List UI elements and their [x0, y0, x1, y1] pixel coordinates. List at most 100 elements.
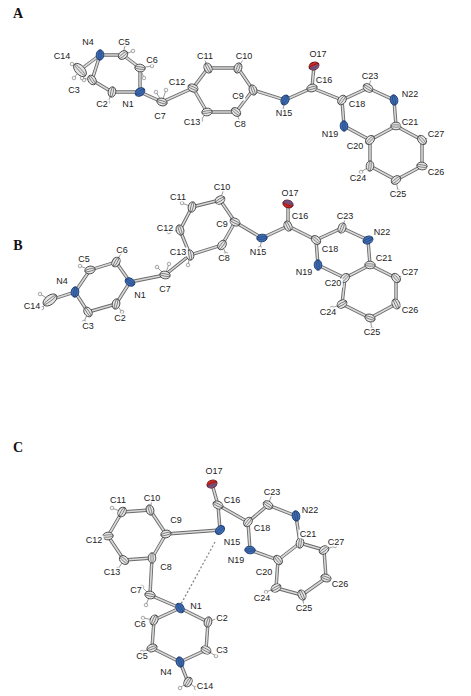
atom-label: C16 — [315, 76, 334, 85]
atom-ellipsoid — [145, 504, 155, 516]
atom-ellipsoid — [291, 510, 300, 521]
atom-label: N4 — [159, 668, 173, 677]
atom-ellipsoid — [390, 174, 403, 186]
atom-ellipsoid — [144, 590, 156, 599]
atom-label: C8 — [159, 563, 173, 572]
atom-ellipsoid — [314, 260, 322, 271]
atom-label: C2 — [113, 314, 127, 323]
atom-ellipsoid — [71, 61, 89, 79]
atom-ellipsoid — [86, 74, 98, 87]
atom-label: C24 — [253, 594, 272, 603]
panel-letter: C — [12, 441, 24, 455]
atom-label: C9 — [215, 220, 229, 229]
atom-ellipsoid — [148, 614, 159, 627]
atom-ellipsoid — [336, 94, 348, 107]
atom-ellipsoid — [214, 194, 227, 206]
atom-ellipsoid — [230, 106, 243, 119]
atom-label: C25 — [363, 328, 382, 337]
atom-ellipsoid — [262, 499, 275, 511]
atom-ellipsoid — [118, 554, 131, 567]
atom-ellipsoid — [389, 94, 398, 106]
atom-label: C5 — [135, 652, 149, 661]
atom-ellipsoid — [175, 224, 185, 236]
atom-ellipsoid — [107, 86, 117, 98]
atom-label: C18 — [348, 100, 367, 109]
atom-ellipsoid — [282, 220, 293, 233]
atom-ellipsoid — [206, 479, 218, 490]
atom-label: N19 — [295, 268, 314, 277]
atom-label: O17 — [308, 50, 327, 59]
atom-label: C3 — [81, 322, 95, 331]
atom-ellipsoid — [336, 298, 349, 310]
atom-label: C27 — [427, 130, 446, 139]
atom-ellipsoid — [296, 589, 307, 602]
atom-label: C6 — [115, 246, 129, 255]
atom-ellipsoid — [214, 524, 227, 537]
atom-label: C5 — [77, 255, 91, 264]
atom-label: C6 — [145, 56, 159, 65]
atom-label: C27 — [401, 268, 420, 277]
atom-label: C14 — [53, 52, 72, 61]
atom-label: C20 — [324, 279, 343, 288]
atom-label: N19 — [321, 130, 340, 139]
atom-ellipsoid — [182, 676, 194, 689]
bond — [370, 166, 396, 180]
atom-ellipsoid — [174, 602, 186, 615]
atom-ellipsoid — [366, 160, 374, 171]
atom-ellipsoid — [270, 582, 283, 594]
atom-label: C23 — [336, 212, 355, 221]
atom-label: C7 — [153, 112, 167, 121]
atom-label: C2 — [95, 100, 109, 109]
atom-label: C13 — [183, 118, 202, 127]
atom-ellipsoid — [308, 60, 321, 71]
atom-label: N4 — [81, 38, 95, 47]
atom-label: C13 — [169, 248, 188, 257]
atom-ellipsoid — [203, 616, 213, 628]
hydrogen-bond — [181, 542, 215, 604]
atom-label: N4 — [55, 277, 69, 286]
atom-label: C25 — [389, 190, 408, 199]
atom-label: C12 — [85, 536, 104, 545]
atom-label: N22 — [401, 90, 420, 99]
atom-label: C14 — [196, 682, 215, 691]
atom-ellipsoid — [156, 97, 168, 107]
atom-label: N1 — [133, 291, 147, 300]
atom-ellipsoid — [71, 286, 80, 297]
atom-label: C27 — [327, 538, 346, 547]
bond — [318, 265, 345, 278]
bond — [165, 255, 190, 275]
atom-ellipsoid — [117, 49, 130, 61]
atom-ellipsoid — [216, 239, 228, 252]
atom-label: N22 — [301, 506, 320, 515]
atom-ellipsoid — [200, 644, 213, 655]
atom-ellipsoid — [233, 62, 244, 74]
atom-ellipsoid — [248, 84, 259, 96]
atom-label: O17 — [280, 189, 299, 198]
atom-label: C23 — [263, 488, 282, 497]
atom-ellipsoid — [175, 656, 185, 668]
atom-ellipsoid — [96, 50, 104, 61]
atom-ellipsoid — [116, 506, 128, 519]
atom-ellipsoid — [364, 313, 376, 323]
atom-ellipsoid — [160, 529, 172, 539]
atom-ellipsoid — [282, 199, 294, 209]
atom-ellipsoid — [84, 265, 96, 275]
atom-ellipsoid — [82, 306, 94, 319]
atom-label: C13 — [103, 568, 122, 577]
atom-ellipsoid — [134, 64, 145, 73]
atom-label: C8 — [217, 254, 231, 263]
atom-label: C12 — [156, 224, 175, 233]
atom-label: N19 — [227, 556, 246, 565]
atom-ellipsoid — [124, 276, 137, 288]
atom-label: C11 — [196, 52, 214, 61]
atom-label: C9 — [231, 92, 245, 101]
atom-label: C11 — [169, 193, 187, 202]
atom-ellipsoid — [187, 201, 197, 213]
atom-label: C7 — [129, 586, 143, 595]
atom-label: N1 — [189, 602, 203, 611]
atom-ellipsoid — [296, 537, 305, 548]
atom-label: C21 — [375, 254, 394, 263]
atom-layer — [41, 49, 428, 689]
atom-ellipsoid — [337, 222, 348, 234]
